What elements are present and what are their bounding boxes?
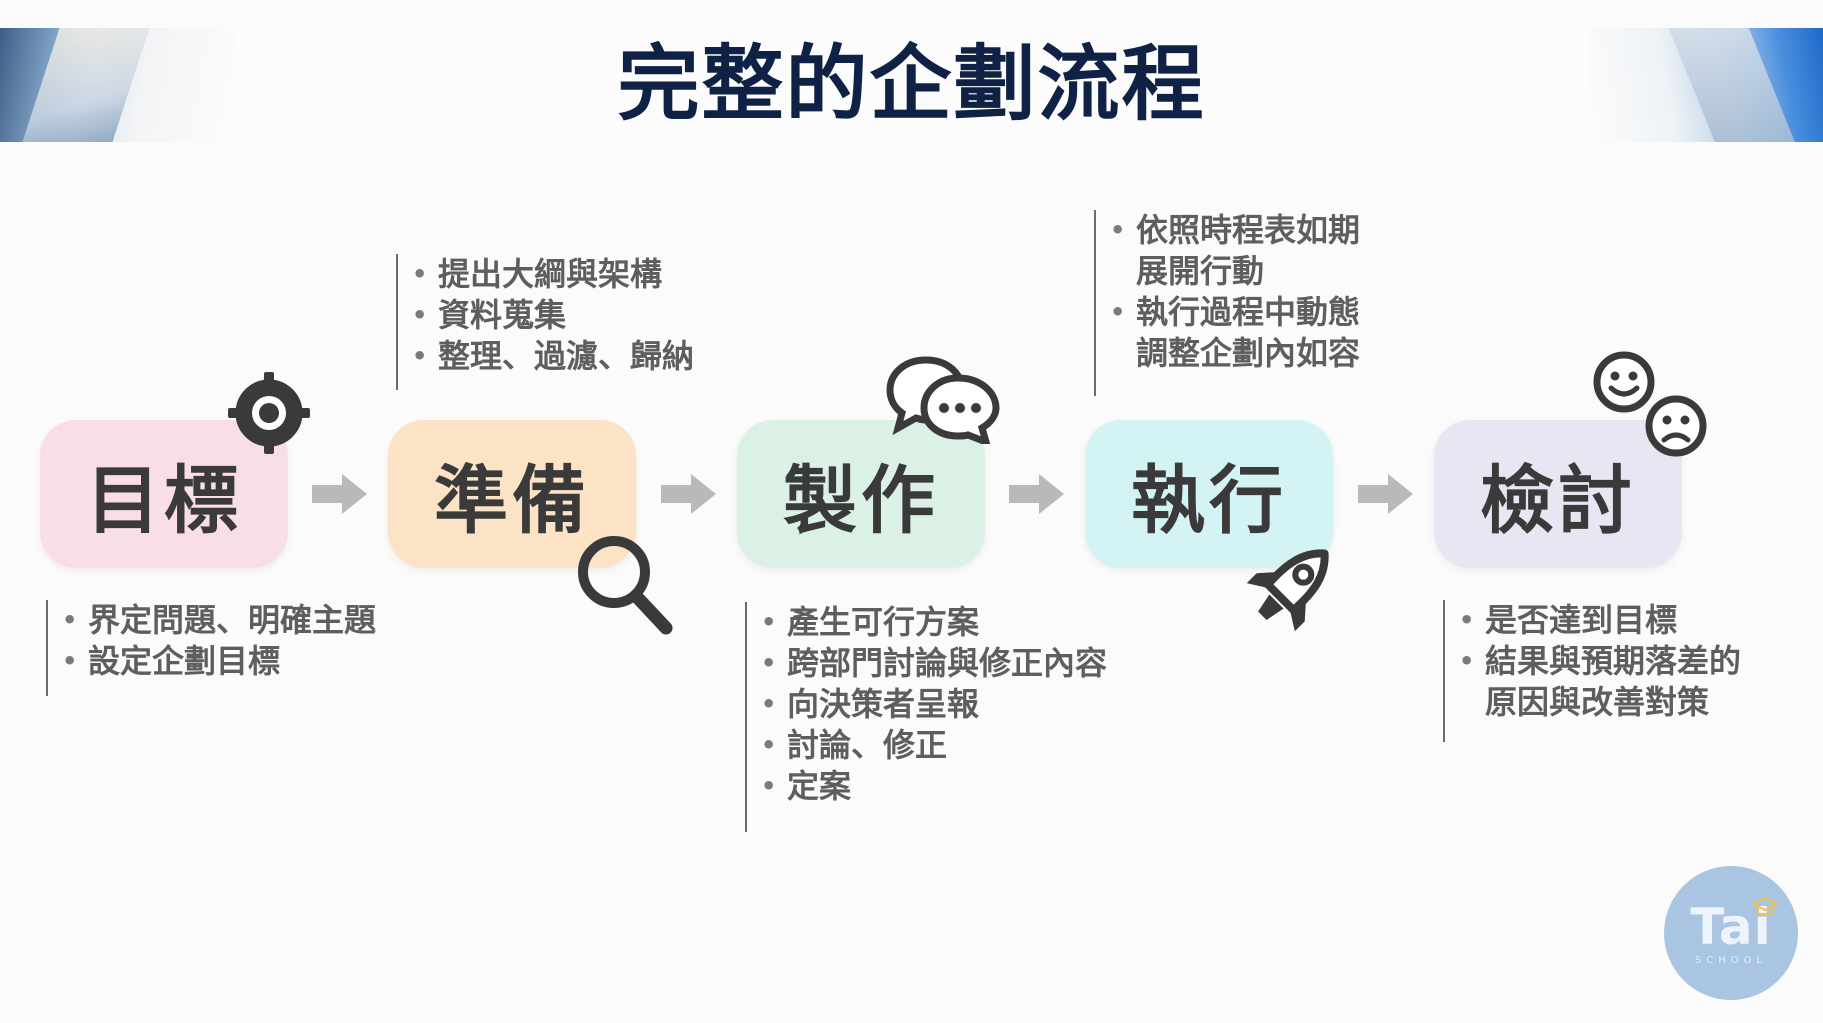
target-icon [228, 372, 310, 454]
note-item: 資料蒐集 [412, 295, 694, 336]
slide-title: 完整的企劃流程 [617, 37, 1206, 132]
arrow-right-icon [1009, 474, 1064, 514]
note-item: 定案 [761, 766, 1107, 807]
note-item: 執行過程中動態 調整企劃內如容 [1110, 292, 1360, 374]
logo-subtext: SCHOOL [1694, 954, 1768, 966]
note-item: 討論、修正 [761, 725, 1107, 766]
note-item: 提出大綱與架構 [412, 254, 694, 295]
notes-execute: 依照時程表如期 展開行動 執行過程中動態 調整企劃內如容 [1094, 210, 1360, 396]
step-execute: 執行 [1085, 420, 1333, 568]
graduation-cap-icon [1752, 897, 1778, 916]
note-item: 依照時程表如期 展開行動 [1110, 210, 1360, 292]
notes-review: 是否達到目標 結果與預期落差的 原因與改善對策 [1443, 600, 1741, 742]
note-item: 向決策者呈報 [761, 684, 1107, 725]
smiley-faces-icon [1593, 351, 1707, 457]
step-goal: 目標 [40, 420, 288, 568]
banner-decoration-left [0, 28, 235, 142]
banner-decoration-right [1588, 28, 1823, 142]
notes-produce: 產生可行方案 跨部門討論與修正內容 向決策者呈報 討論、修正 定案 [745, 602, 1107, 832]
notes-prepare: 提出大綱與架構 資料蒐集 整理、過濾、歸納 [396, 254, 694, 390]
arrow-right-icon [312, 474, 367, 514]
note-item: 界定問題、明確主題 [62, 600, 376, 641]
arrow-right-icon [1358, 474, 1413, 514]
note-item: 設定企劃目標 [62, 641, 376, 682]
note-item: 跨部門討論與修正內容 [761, 643, 1107, 684]
chat-bubbles-icon [886, 356, 1000, 444]
notes-goal: 界定問題、明確主題 設定企劃目標 [46, 600, 376, 696]
title-banner [0, 28, 1823, 142]
magnifier-icon [578, 536, 673, 635]
note-item: 是否達到目標 [1459, 600, 1741, 641]
step-review: 檢討 [1434, 420, 1682, 568]
tai-school-logo: Tai SCHOOL [1664, 866, 1798, 1000]
step-produce: 製作 [737, 420, 985, 568]
arrow-right-icon [661, 474, 716, 514]
note-item: 產生可行方案 [761, 602, 1107, 643]
note-item: 整理、過濾、歸納 [412, 336, 694, 377]
rocket-icon [1246, 549, 1329, 632]
note-item: 結果與預期落差的 原因與改善對策 [1459, 641, 1741, 723]
